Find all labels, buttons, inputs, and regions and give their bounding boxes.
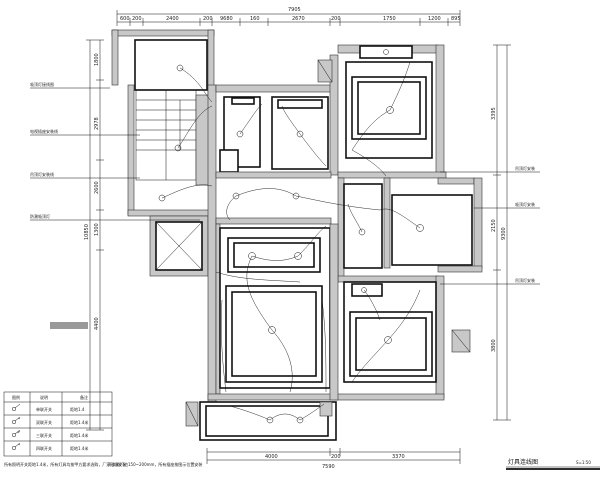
switch-icon — [11, 429, 21, 438]
legend-row-2-note: 距地1.4米 — [70, 419, 88, 425]
ceiling-light-icon — [383, 49, 389, 55]
note-1: 所有照明开关距地1.4米，所有灯具均按甲方要求选购，厂家现场安装 — [4, 461, 126, 467]
legend-table: 图例 说明 备注 单联开关 距地1.4 双联开关 距地1.4米 三联开关 距地1… — [3, 391, 113, 457]
top-dim-1: 600 — [120, 16, 130, 22]
callout-left-1: 吸顶灯接线图 — [30, 81, 54, 87]
top-dim-5: 9680 — [220, 16, 233, 22]
ceiling-light-icon — [268, 326, 276, 334]
dimension-lines: 7905 600 200 2400 200 9680 160 2670 200 … — [84, 7, 511, 470]
legend-row-1-note: 距地1.4 — [70, 406, 85, 412]
callout-left-3: 吊顶灯安装线 — [30, 171, 54, 177]
top-dim-4: 200 — [203, 16, 213, 22]
note-2: 开关距门边150~200mm，所有插座按图示位置安装 — [108, 461, 202, 467]
ceiling-light-icon — [294, 252, 302, 260]
bottom-dim-2: 200 — [331, 454, 341, 460]
callout-right-3: 吊顶灯安装 — [515, 277, 535, 283]
drawing-scale: S=1:50 — [576, 460, 591, 465]
top-dim-3: 2400 — [166, 16, 179, 22]
bottom-dim-3: 3370 — [392, 454, 405, 460]
right-dim-3: 3800 — [491, 339, 497, 352]
callout-left-2: 电视插座安装线 — [30, 128, 58, 134]
legend-header-desc: 说明 — [40, 394, 48, 400]
left-dim-3: 2600 — [94, 181, 100, 194]
ceiling-light-icon — [174, 144, 182, 152]
ceiling-light-icon — [292, 192, 300, 200]
ceiling-light-icon — [176, 64, 184, 72]
legend-row-3-note: 距地1.4米 — [70, 432, 88, 438]
ceiling-light-icon — [384, 336, 392, 344]
legend-row-1-desc: 单联开关 — [36, 406, 52, 412]
legend-header-symbol: 图例 — [12, 394, 20, 400]
ceiling-light-icon — [358, 228, 366, 236]
ceiling-light-icon — [296, 130, 304, 138]
stair-treads — [135, 89, 197, 181]
legend-header-note: 备注 — [80, 394, 88, 400]
top-total-dim: 7905 — [288, 7, 301, 13]
top-dim-11: 895 — [451, 16, 461, 22]
top-dim-2: 200 — [132, 16, 142, 22]
ceiling-light-icon — [236, 130, 244, 138]
legend-row-4-note: 距地1.4米 — [70, 445, 88, 451]
right-overall-dim: 9300 — [501, 227, 507, 240]
ceiling-light-icon — [386, 106, 394, 114]
left-dim-5: 4400 — [94, 317, 100, 330]
ceiling-light-icon — [158, 194, 166, 202]
drawing-title: 灯具连线图 — [508, 458, 538, 466]
bottom-dim-1: 4000 — [265, 454, 278, 460]
legend-row-2-desc: 双联开关 — [36, 419, 52, 425]
walls — [50, 29, 483, 441]
switch-icon — [11, 403, 21, 412]
right-dim-1: 3395 — [491, 107, 497, 120]
top-dim-8: 200 — [331, 16, 341, 22]
callout-left-4: 防潮吸顶灯 — [30, 213, 50, 219]
light-fixtures — [158, 49, 424, 424]
top-dim-7: 2670 — [292, 16, 305, 22]
right-dim-2: 2150 — [491, 219, 497, 232]
switch-icon — [11, 442, 21, 451]
left-dim-2: 2978 — [94, 117, 100, 130]
ceiling-light-icon — [361, 287, 367, 293]
legend-row-4-desc: 四联开关 — [36, 445, 52, 451]
bottom-total-dim: 7590 — [322, 464, 335, 470]
ceiling-light-icon — [266, 416, 274, 424]
switch-icon — [11, 416, 21, 425]
ceiling-light-icon — [296, 416, 304, 424]
left-overall-dim: 10850 — [84, 224, 90, 240]
wiring-lines — [161, 61, 421, 421]
left-dim-1: 1800 — [94, 53, 100, 66]
top-dim-9: 1750 — [383, 16, 396, 22]
left-dim-4: 1300 — [94, 223, 100, 236]
ceiling-light-icon — [232, 192, 240, 200]
callouts: 吸顶灯接线图 电视插座安装线 吊顶灯安装线 防潮吸顶灯 吊顶灯安装 吸顶灯安装 … — [30, 81, 540, 285]
callout-right-2: 吸顶灯安装 — [515, 201, 535, 207]
top-dim-10: 1200 — [428, 16, 441, 22]
top-dim-6: 160 — [250, 16, 260, 22]
ceiling-light-icon — [248, 252, 256, 260]
callout-right-1: 吊顶灯安装 — [515, 165, 535, 171]
legend-row-3-desc: 三联开关 — [36, 432, 52, 438]
ceiling-light-icon — [416, 224, 424, 232]
